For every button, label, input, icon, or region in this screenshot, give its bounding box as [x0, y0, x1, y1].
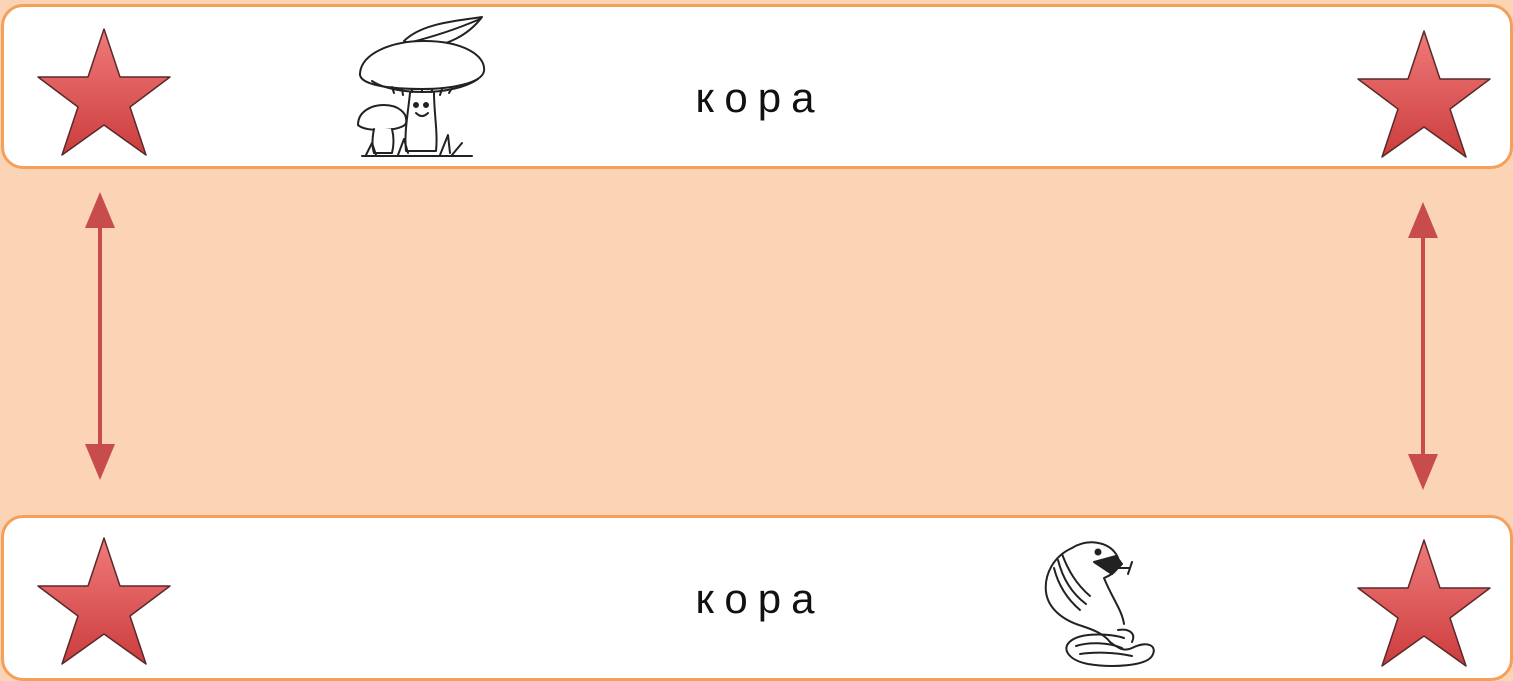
star-icon — [1354, 536, 1494, 670]
word-card-top: кора — [1, 4, 1513, 169]
star-icon — [1354, 27, 1494, 161]
double-arrow-left-icon — [80, 190, 120, 482]
word-label-top: кора — [4, 77, 1513, 119]
cobra-snake-icon — [1032, 538, 1167, 670]
word-card-bottom: кора — [1, 515, 1513, 681]
double-arrow-right-icon — [1403, 200, 1443, 492]
word-label-bottom: кора — [4, 578, 1513, 620]
